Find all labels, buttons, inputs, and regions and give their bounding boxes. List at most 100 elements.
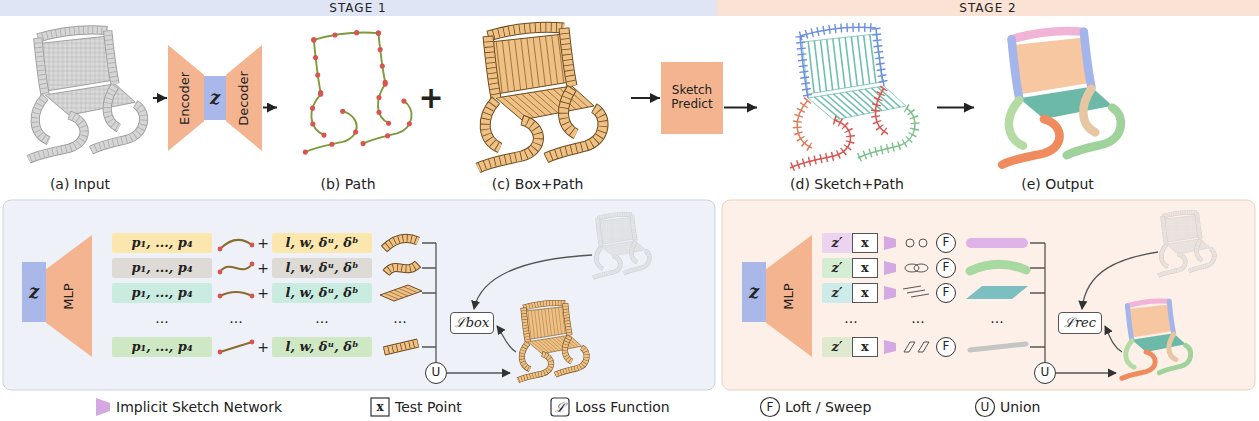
voxel-grid (108, 31, 115, 84)
control-point (378, 47, 383, 52)
voxel-bar (632, 215, 636, 241)
rib (521, 94, 546, 115)
node-label: Decoder (237, 71, 252, 126)
figure-panel: (e) Output (975, 20, 1140, 195)
annotation: ... (315, 311, 328, 325)
swatch-fill (96, 398, 110, 416)
rib (533, 37, 539, 87)
sketch-predict-block: Sketch Predict (661, 62, 723, 134)
annotation: + (257, 286, 269, 300)
rib (515, 95, 540, 117)
rib (542, 340, 556, 352)
control-point (407, 121, 412, 126)
sketch-path (797, 100, 812, 148)
voxel-bar (38, 38, 45, 95)
box-slats (563, 88, 576, 134)
part-path (363, 101, 411, 144)
box-bar (523, 308, 527, 342)
voxel-panel (1166, 239, 1210, 254)
box-bar (488, 27, 564, 36)
box-slats (565, 303, 569, 335)
chair-box (478, 27, 603, 168)
path-param-cell: p₁, ..., p₄ (112, 337, 212, 357)
chair-box (518, 303, 587, 380)
control-point (250, 340, 255, 345)
rib (538, 310, 541, 338)
box-bar (488, 36, 496, 98)
box-bar (386, 264, 418, 273)
voxel-bar (1163, 216, 1167, 244)
node-label: z′ (832, 340, 843, 355)
node-label: p₁, ..., p₄ (131, 236, 192, 251)
node-label: l, w, δᵘ, δᵇ (286, 261, 359, 276)
voxel-bar (35, 97, 49, 141)
rib (527, 38, 533, 88)
test-point-sample (371, 398, 389, 416)
loft-sweep-op: F (936, 258, 956, 278)
control-point (376, 110, 381, 115)
node-label: x (861, 261, 869, 276)
loss-sample (551, 398, 569, 416)
node-label: l, w, δᵘ, δᵇ (286, 236, 359, 251)
sketch-ribs (876, 28, 884, 86)
legend-item: Union (1000, 399, 1040, 415)
sketch-ribs (875, 88, 888, 134)
control-point (250, 262, 255, 267)
annotation: ... (911, 311, 924, 325)
box-slats (386, 264, 418, 273)
union-sample (976, 398, 995, 417)
rib (509, 40, 515, 91)
box-bar (522, 343, 530, 369)
mlp-block: MLP (766, 235, 812, 357)
control-point (380, 64, 385, 69)
part-path (314, 40, 321, 93)
output-part (1009, 100, 1023, 146)
voxel-bar (596, 247, 603, 269)
control-point (354, 30, 359, 35)
block-fill (46, 235, 92, 357)
control-point (311, 37, 316, 42)
annotation: + (257, 236, 269, 250)
voxel-grid (1161, 245, 1168, 267)
flow-arrow (631, 97, 660, 99)
rib (552, 308, 555, 335)
control-point (353, 129, 358, 134)
voxel-grid (1163, 212, 1197, 216)
voxel-grid (596, 247, 603, 269)
stage-band (0, 0, 717, 16)
output-panel (1129, 305, 1173, 338)
annotation: ... (844, 311, 857, 325)
figure-caption: (d) Sketch+Path (790, 176, 904, 192)
output-part (1012, 39, 1020, 98)
legend-label: Loss Function (575, 399, 670, 415)
box-bar (384, 343, 418, 351)
legend-symbol: F (767, 401, 774, 413)
box-param-cell: l, w, δᵘ, δᵇ (272, 233, 372, 253)
flow-arrow (263, 107, 277, 109)
wire (422, 243, 436, 362)
voxel-grid (38, 30, 108, 38)
voxel-bar (598, 218, 602, 246)
control-point (321, 133, 326, 138)
annotation: + (257, 340, 269, 354)
control-point (401, 99, 406, 104)
annotation: + (418, 83, 443, 113)
rib (845, 37, 851, 87)
sketch-panel (802, 34, 882, 94)
voxel-bar (596, 247, 603, 269)
chair-path (303, 30, 412, 155)
annotation: ... (229, 311, 242, 325)
rib (528, 93, 552, 114)
box-slats (565, 336, 572, 361)
voxel-grid (1163, 216, 1167, 244)
path-param-cell: p₁, ..., p₄ (112, 233, 212, 253)
chair-sketch (790, 27, 915, 168)
rib (858, 36, 864, 85)
voxel-grid (35, 97, 49, 141)
wire (1030, 243, 1045, 362)
rib (545, 309, 548, 337)
loft-sweep-op: F (936, 283, 956, 303)
voxel-panel (40, 36, 114, 91)
box-bar (488, 36, 496, 98)
